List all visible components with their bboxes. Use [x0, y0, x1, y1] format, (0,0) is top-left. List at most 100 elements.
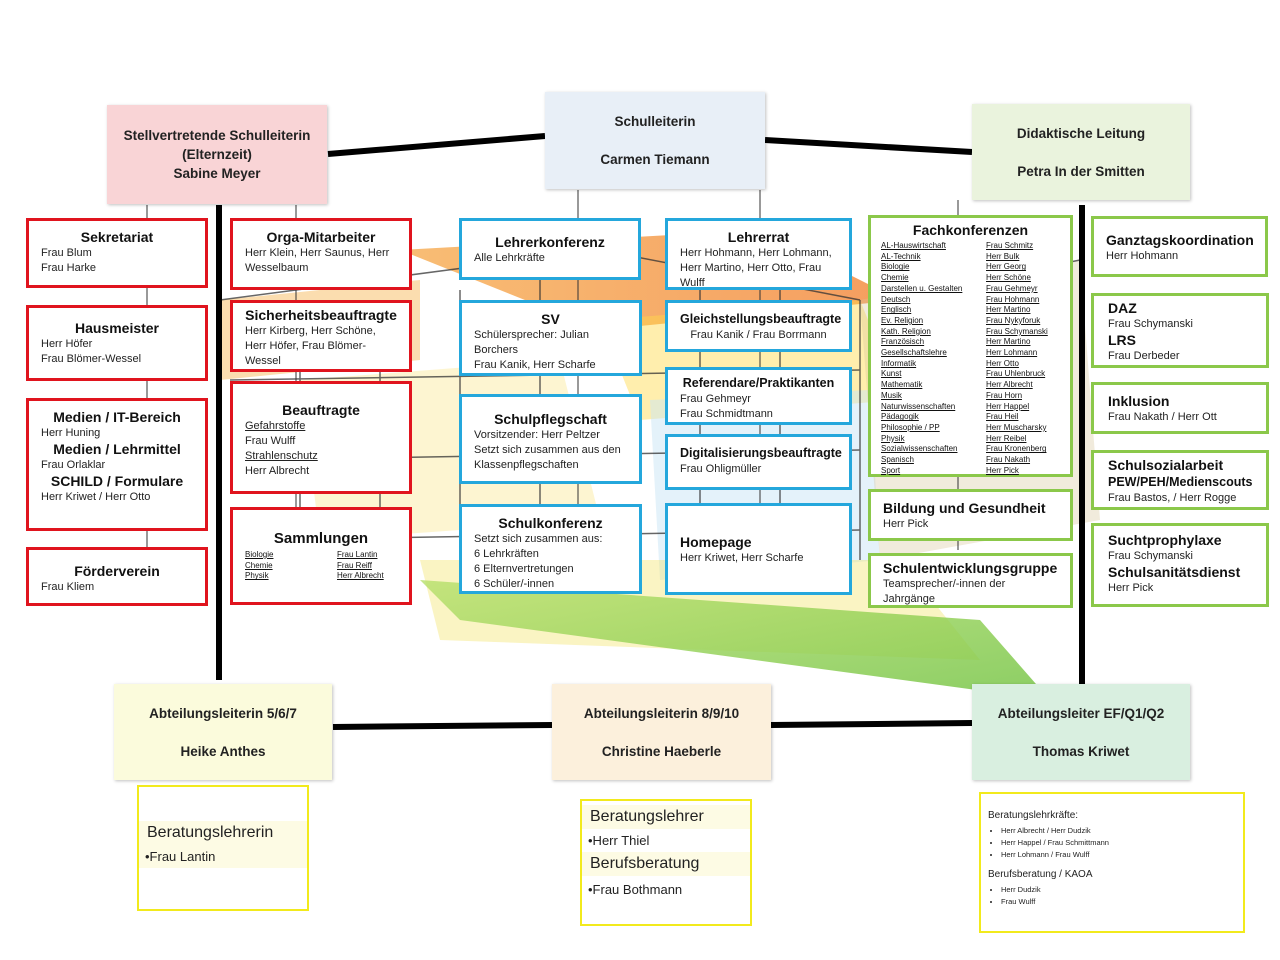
schulkonferenz-title: Schulkonferenz	[498, 515, 603, 531]
referendare-person: Frau Gehmeyr	[680, 393, 751, 405]
medien-box: Medien / IT-Bereich Herr Huning Medien /…	[26, 398, 208, 531]
career-upper-item: Frau Wulff	[1001, 896, 1239, 908]
inklusion-box: Inklusion Frau Nakath / Herr Ott	[1091, 382, 1269, 434]
sekretariat-person: Frau Blum	[41, 247, 92, 259]
hausmeister-person: Frau Blömer-Wessel	[41, 353, 142, 365]
sucht-title: Suchtprophylaxe	[1108, 532, 1222, 548]
principal-name: Carmen Tiemann	[600, 152, 710, 167]
subject: Biologie	[245, 550, 274, 559]
schild-title: SCHILD / Formulare	[50, 473, 184, 489]
sanitaet-title: Schulsanitätsdienst	[1108, 564, 1241, 580]
ganztag-box: Ganztagskoordination Herr Hohmann	[1091, 216, 1268, 277]
schulpflegschaft-chair: Vorsitzender: Herr Peltzer	[474, 429, 600, 441]
homepage-title: Homepage	[680, 534, 752, 550]
advice-upper-title: Beratungslehrkräfte:	[988, 810, 1079, 821]
medien-lehrmittel-person: Frau Orlaklar	[41, 459, 106, 471]
subject: Deutsch	[881, 294, 911, 304]
hausmeister-title: Hausmeister	[74, 320, 160, 336]
schulkonferenz-line: Setzt sich zusammen aus:	[474, 533, 603, 545]
sv-speaker: Schülersprecher: Julian Borchers	[474, 329, 589, 356]
person: Herr Albrecht	[337, 571, 384, 581]
subject: Informatik	[881, 358, 917, 368]
sv-teachers: Frau Kanik, Herr Scharfe	[474, 359, 596, 371]
homepage-persons: Herr Kriwet, Herr Scharfe	[680, 552, 804, 564]
person: Herr Martino	[986, 305, 1031, 315]
bildung-box: Bildung und Gesundheit Herr Pick	[868, 489, 1073, 541]
daz-lrs-box: DAZ Frau Schymanski LRS Frau Derbeder	[1091, 293, 1269, 368]
lehrerrat-title: Lehrerrat	[727, 229, 790, 245]
sekretariat-title: Sekretariat	[80, 229, 154, 245]
lehrerrat-box: Lehrerrat Herr Hohmann, Herr Lohmann, He…	[665, 218, 852, 290]
subject: Kunst	[881, 369, 902, 379]
strahlenschutz-person: Herr Albrecht	[245, 465, 310, 477]
sucht-person: Frau Schymanski	[1108, 550, 1193, 562]
sv-title: SV	[541, 311, 560, 327]
lehrerkonferenz-box: Lehrerkonferenz Alle Lehrkräfte	[459, 218, 641, 280]
sammlungen-title: Sammlungen	[273, 530, 369, 547]
dept-lead-lower-box: Abteilungsleiterin 5/6/7 Heike Anthes	[114, 684, 332, 780]
gefahrstoffe-label: Gefahrstoffe	[245, 420, 306, 432]
subject: Naturwissenschaften	[881, 401, 956, 411]
subject: Philosophie / PP	[881, 422, 940, 432]
digital-person: Frau Ohligmüller	[680, 463, 762, 475]
subject: Biologie	[881, 262, 910, 272]
subject: Darstellen u. Gestalten	[881, 283, 963, 293]
hausmeister-person: Herr Höfer	[41, 338, 93, 350]
hausmeister-box: Hausmeister Herr Höfer Frau Blömer-Wesse…	[26, 305, 208, 381]
person: Frau Uhlenbruck	[986, 369, 1046, 379]
schulkonferenz-line: 6 Elternvertretungen	[474, 563, 574, 575]
digital-box: Digitalisierungsbeauftragte Frau Ohligmü…	[665, 434, 852, 490]
sekretariat-box: Sekretariat Frau Blum Frau Harke	[26, 218, 208, 288]
schulkonferenz-box: Schulkonferenz Setzt sich zusammen aus: …	[459, 504, 642, 594]
inklusion-persons: Frau Nakath / Herr Ott	[1108, 411, 1217, 423]
subject: Pädagogik	[881, 412, 919, 422]
person: Frau Heil	[986, 412, 1019, 422]
schild-person: Herr Kriwet / Herr Otto	[41, 491, 151, 503]
didactic-lead-box: Didaktische Leitung Petra In der Smitten	[972, 104, 1190, 200]
advice-upper-item: Herr Lohmann / Frau Wulff	[1001, 849, 1239, 861]
dept-middle-title: Abteilungsleiterin 8/9/10	[583, 705, 740, 721]
schulkonferenz-line: 6 Schüler/-innen	[474, 578, 555, 590]
person: Frau Hohmann	[986, 294, 1040, 304]
bildung-title: Bildung und Gesundheit	[883, 500, 1046, 516]
foerderverein-person: Frau Kliem	[41, 581, 95, 593]
didactic-name: Petra In der Smitten	[1017, 163, 1145, 179]
principal-title: Schulleiterin	[614, 114, 696, 129]
subject: Musik	[881, 390, 902, 400]
sicherheit-box: Sicherheitsbeauftragte Herr Kirberg, Her…	[230, 300, 412, 372]
subject: Sport	[881, 465, 901, 475]
schulsozial-title: Schulsozialarbeit	[1108, 457, 1224, 473]
dept-lower-name: Heike Anthes	[180, 743, 266, 759]
deputy-name: Sabine Meyer	[173, 166, 261, 181]
sicherheit-title: Sicherheitsbeauftragte	[245, 307, 397, 323]
fachkonferenz-row: Sport Herr Pick	[881, 466, 1060, 477]
scouts-title: PEW/PEH/Medienscouts	[1108, 475, 1253, 489]
schulentwicklung-box: Schulentwicklungsgruppe Teamsprecher/-in…	[868, 553, 1073, 608]
advice-lower-person: •Frau Lantin	[139, 845, 307, 868]
advice-lower-title: Beratungslehrerin	[139, 821, 307, 845]
schulentwicklung-text: Teamsprecher/-innen der Jahrgänge	[883, 578, 1006, 605]
lehrerkonferenz-title: Lehrerkonferenz	[495, 234, 605, 250]
dept-upper-name: Thomas Kriwet	[1032, 743, 1130, 759]
person: Frau Schmitz	[986, 241, 1034, 250]
person: Herr Pick	[986, 465, 1019, 475]
orga-title: Orga-Mitarbeiter	[266, 229, 376, 245]
ganztag-person: Herr Hohmann	[1106, 250, 1179, 262]
medien-it-title: Medien / IT-Bereich	[53, 409, 181, 425]
medien-lehrmittel-title: Medien / Lehrmittel	[53, 441, 181, 457]
lehrerrat-persons: Herr Hohmann, Herr Lohmann, Herr Martino…	[680, 247, 832, 289]
daz-title: DAZ	[1108, 300, 1137, 316]
person: Frau Kronenberg	[986, 444, 1047, 454]
inklusion-title: Inklusion	[1108, 393, 1170, 409]
fachkonferenz-row: Deutsch Frau Hohmann	[881, 295, 1060, 306]
gleichstellung-box: Gleichstellungsbeauftragte Frau Kanik / …	[665, 300, 852, 352]
